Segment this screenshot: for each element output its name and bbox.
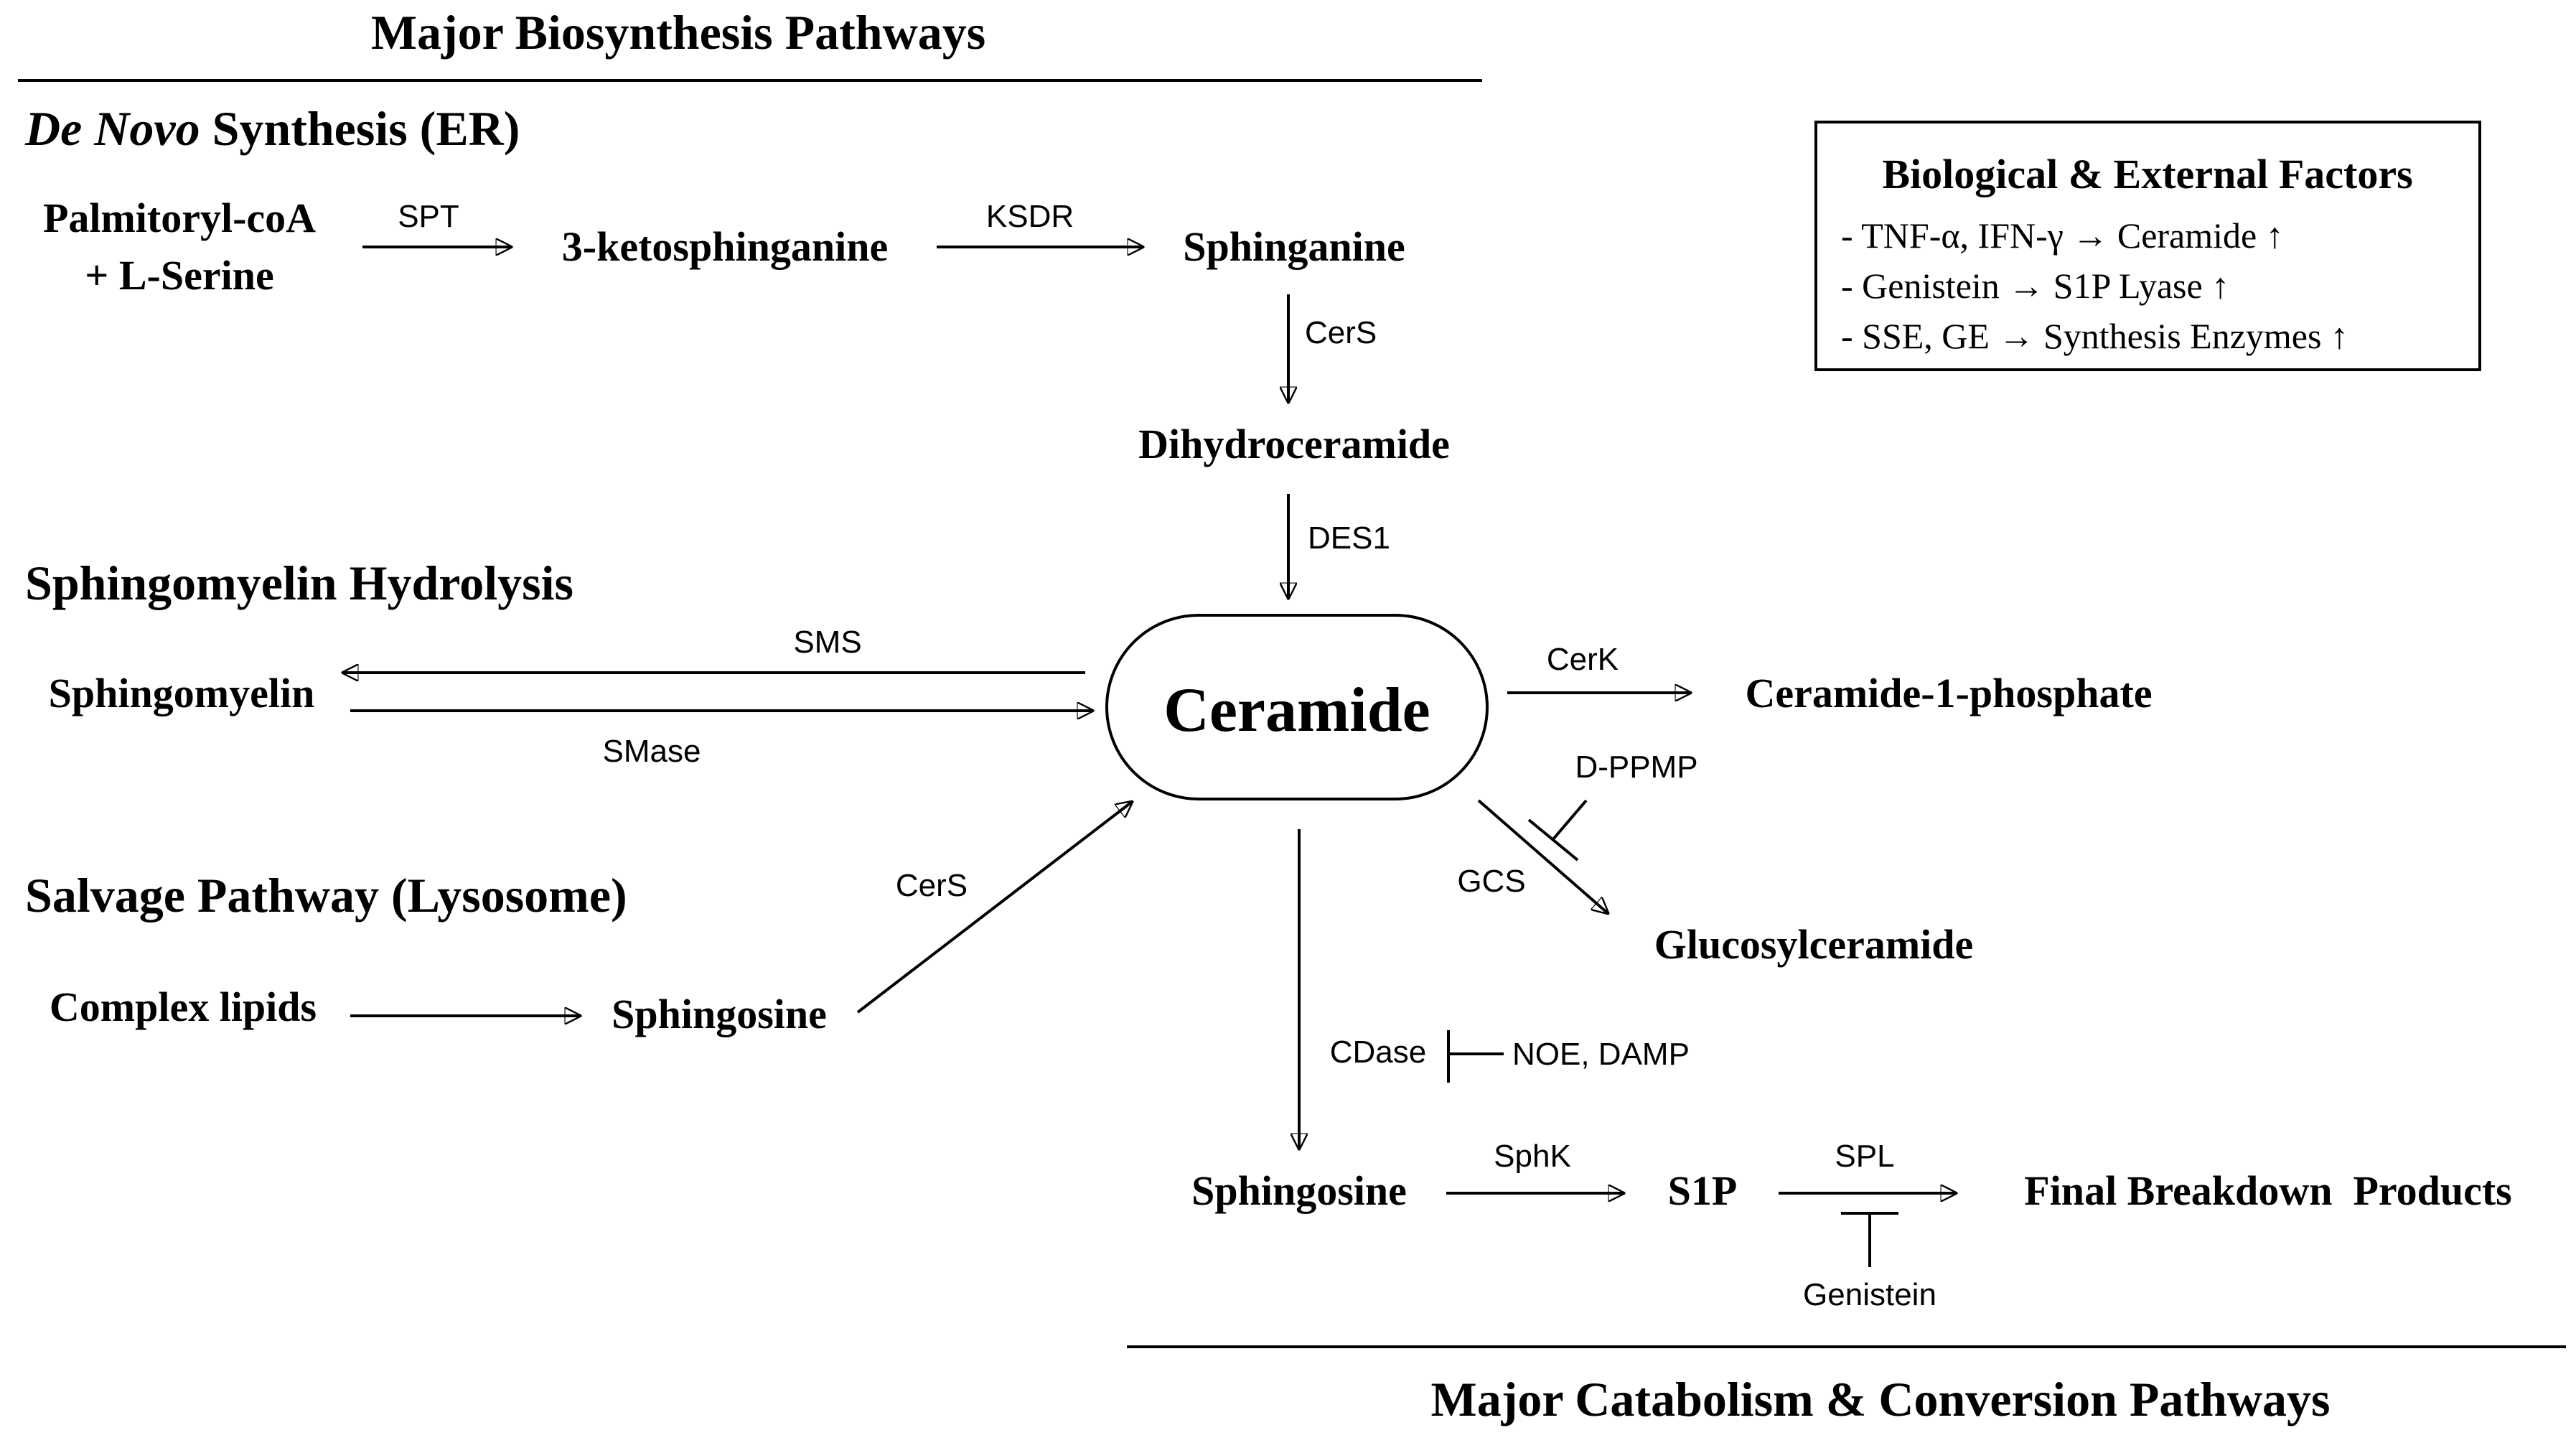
s1p-label: S1P (1668, 1167, 1738, 1214)
ketosphinganine-label: 3-ketosphinganine (562, 223, 888, 270)
spl-enzyme-label: SPL (1835, 1139, 1894, 1174)
ceramide-label: Ceramide (1163, 676, 1430, 745)
smase-enzyme-label: SMase (603, 734, 701, 769)
factor-item-1: - TNF-α, IFN-γ → Ceramide ↑ (1841, 215, 2284, 256)
noe-damp-inhibition (1447, 1030, 1504, 1083)
factors-box-title: Biological & External Factors (1882, 151, 2412, 197)
final-breakdown-products-label: Final Breakdown Products (2024, 1167, 2511, 1214)
sphingomyelin-label: Sphingomyelin (49, 670, 315, 716)
palmitoyl-coa-label: Palmitoryl-coA (43, 195, 316, 241)
factor-item-2: - Genistein → S1P Lyase ↑ (1841, 266, 2229, 306)
genistein-inhibitor-label: Genistein (1803, 1277, 1936, 1312)
sphinganine-label: Sphinganine (1183, 223, 1405, 270)
cerk-enzyme-label: CerK (1547, 642, 1619, 677)
factor-item-3: - SSE, GE → Synthesis Enzymes ↑ (1841, 316, 2348, 356)
d-ppmp-inhibition (1527, 799, 1588, 861)
salvage-section-title: Salvage Pathway (Lysosome) (25, 868, 627, 923)
genistein-inhibition (1841, 1212, 1898, 1267)
gcs-enzyme-label: GCS (1457, 864, 1525, 899)
sms-enzyme-label: SMS (793, 625, 861, 660)
de-novo-rest: Synthesis (ER) (200, 101, 520, 156)
dihydroceramide-label: Dihydroceramide (1138, 421, 1450, 467)
complex-lipids-label: Complex lipids (50, 984, 317, 1030)
cers-salvage-enzyme-label: CerS (896, 868, 968, 903)
ceramide-1-phosphate-label: Ceramide-1-phosphate (1745, 670, 2152, 716)
biosynthesis-header: Major Biosynthesis Pathways (371, 5, 985, 60)
d-ppmp-inhibitor-label: D-PPMP (1575, 749, 1697, 785)
de-novo-section-title: De Novo Synthesis (ER) (24, 101, 520, 156)
sm-hydrolysis-section-title: Sphingomyelin Hydrolysis (25, 556, 573, 610)
cers-top-enzyme-label: CerS (1305, 315, 1377, 350)
spt-enzyme-label: SPT (398, 199, 459, 234)
cers-salvage-arrow (856, 802, 1132, 1014)
sphingosine-salvage-label: Sphingosine (612, 991, 827, 1037)
des1-enzyme-label: DES1 (1308, 520, 1390, 556)
sphingosine-label: Sphingosine (1191, 1167, 1407, 1214)
l-serine-label: + L-Serine (85, 252, 273, 299)
catabolism-header: Major Catabolism & Conversion Pathways (1431, 1372, 2331, 1426)
cdase-enzyme-label: CDase (1330, 1035, 1427, 1070)
sphk-enzyme-label: SphK (1494, 1139, 1571, 1174)
gcs-arrow (1477, 799, 1608, 913)
de-novo-italic: De Novo (24, 101, 200, 156)
ksdr-enzyme-label: KSDR (986, 199, 1074, 234)
factors-box (1814, 121, 2481, 371)
ceramide-node (1105, 614, 1489, 800)
noe-damp-inhibitor-label: NOE, DAMP (1512, 1037, 1690, 1072)
glucosylceramide-label: Glucosylceramide (1654, 921, 1974, 968)
